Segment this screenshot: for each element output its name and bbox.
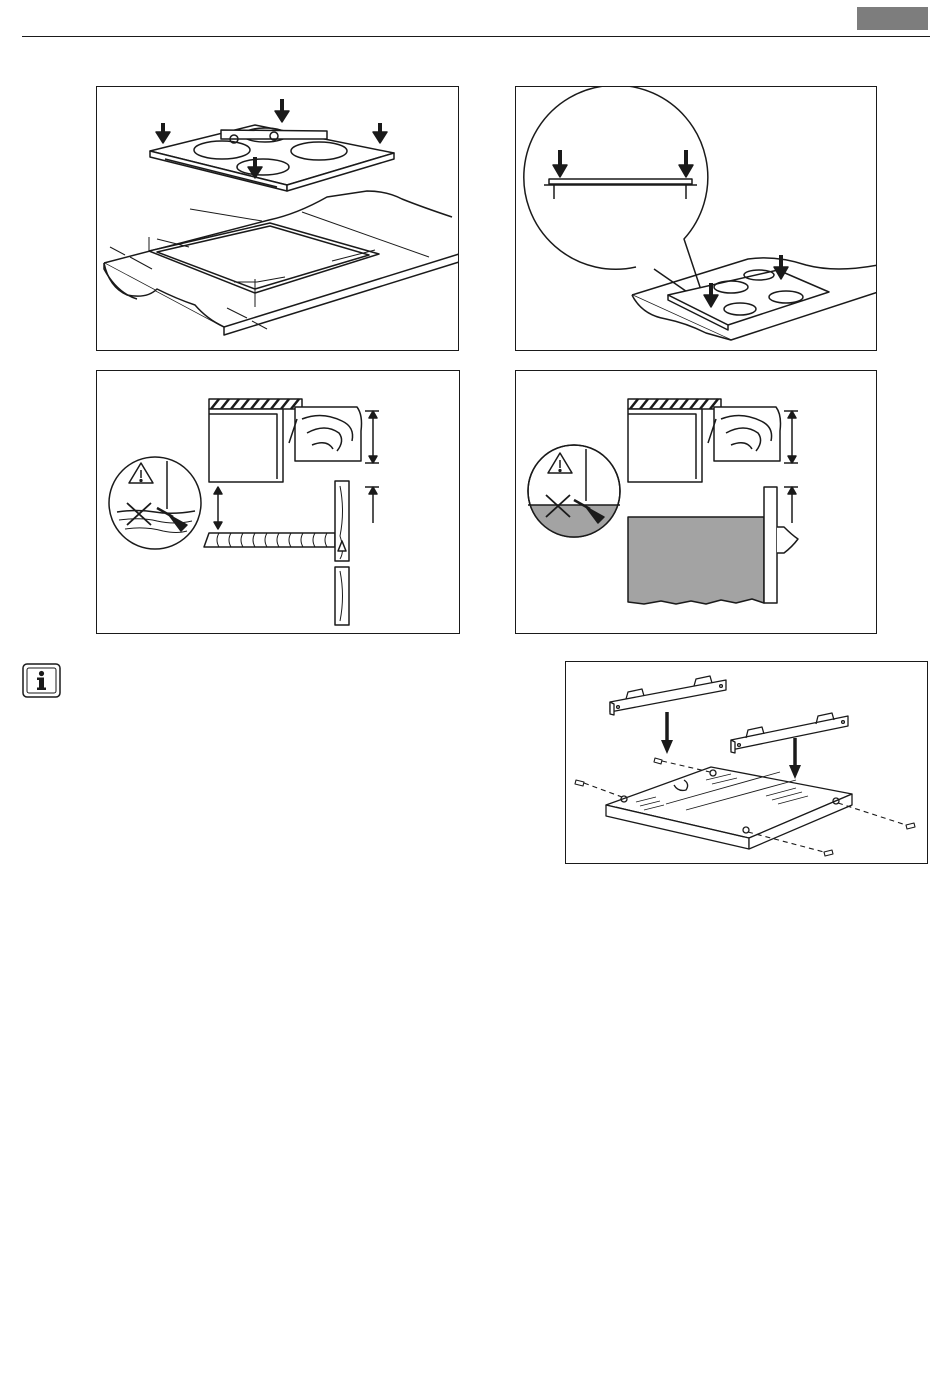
info-icon [22,663,61,698]
figure-clearance-drawer [96,370,460,634]
header-rule [22,36,930,37]
figure-mounting-brackets [565,661,928,864]
hob-cutout-diagram-icon [97,87,459,351]
bracket-screws-diagram-icon [566,662,928,864]
figure-hob-insertion [515,86,877,351]
section-tab [857,7,928,30]
figure-hob-cutout [96,86,459,351]
figure-clearance-oven [515,370,877,634]
magnifier-detail-icon [516,87,877,351]
